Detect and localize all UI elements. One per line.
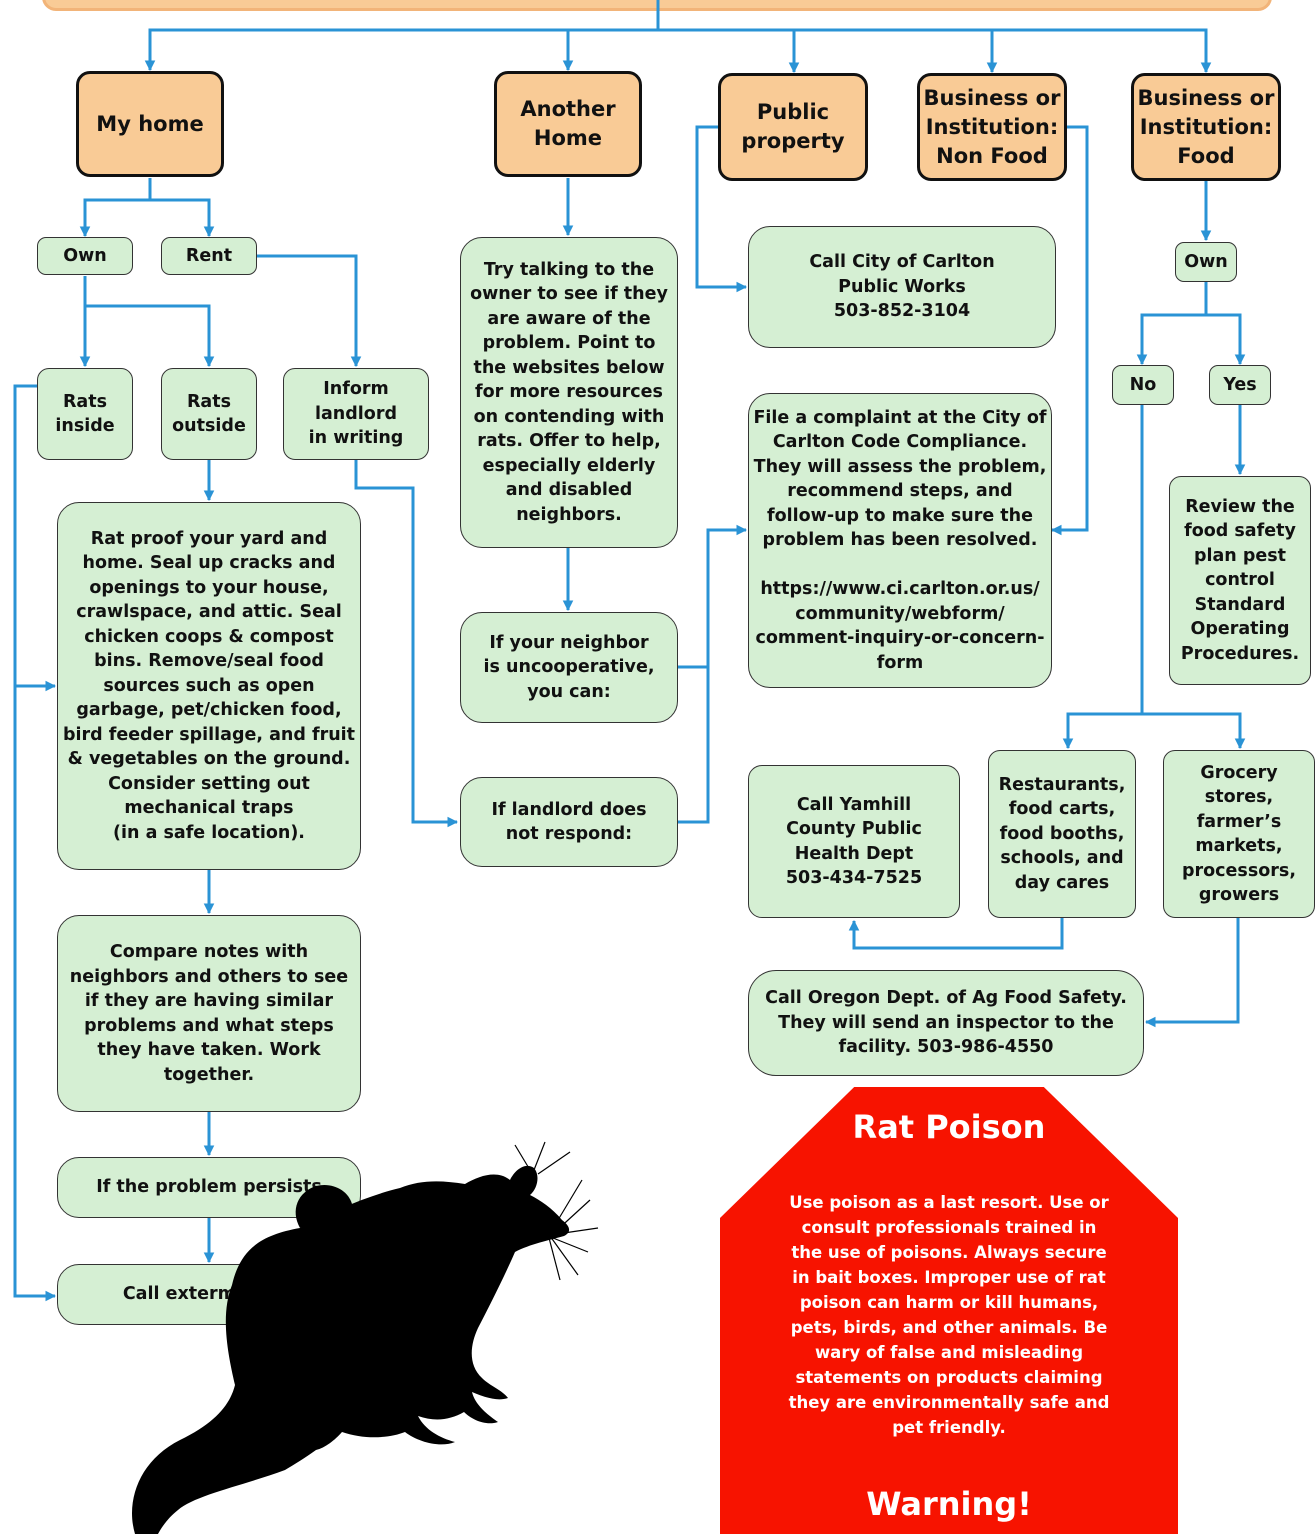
box-talk-to-owner: Try talking to the owner to see if they … (460, 237, 678, 548)
box-rats-outside: Rats outside (161, 368, 257, 460)
connector-grocery-to-oregon (1144, 918, 1240, 1028)
connector-top-trunk (656, 0, 1208, 70)
label-no: No (1112, 365, 1174, 405)
box-call-oregon-ag[interactable]: Call Oregon Dept. of Ag Food Safety. The… (748, 970, 1144, 1076)
label-own: Own (37, 237, 133, 275)
box-call-yamhill-health[interactable]: Call Yamhill County Public Health Dept 5… (748, 765, 960, 918)
box-inform-landlord: Inform landlord in writing (283, 368, 429, 460)
box-rat-proof: Rat proof your yard and home. Seal up cr… (57, 502, 361, 870)
connector-nonfood-to-complaint (1050, 125, 1089, 536)
connector-no-to-grocery (1142, 712, 1246, 750)
category-my-home[interactable]: My home (76, 71, 224, 177)
label-rent: Rent (161, 237, 257, 275)
box-restaurants: Restaurants, food carts, food booths, sc… (988, 750, 1136, 918)
warning-text: Use poison as a last resort. Use or cons… (788, 1193, 1110, 1437)
connector-no-to-restaurants (1062, 712, 1142, 750)
connector-inside-loop (13, 384, 55, 1298)
warning-footer: Warning! (866, 1485, 1032, 1523)
connector-home-split (83, 178, 152, 236)
connector-to-rent (150, 198, 215, 238)
box-neighbor-uncooperative: If your neighbor is uncooperative, you c… (460, 612, 678, 723)
connector-own-to-outside (85, 304, 215, 368)
connector-to-my-home (144, 28, 658, 72)
category-public-property[interactable]: Public property (718, 73, 868, 181)
category-business-nonfood[interactable]: Business or Institution: Non Food (917, 73, 1067, 181)
connector-restaurants-to-yamhill (848, 918, 1064, 950)
connector-own-split (1140, 282, 1208, 364)
connector-rent-to-landlord (256, 254, 362, 368)
warning-stop-sign (720, 1087, 1178, 1534)
rat-silhouette-icon (132, 1141, 599, 1534)
connector-noresponse-to-complaint (678, 600, 710, 824)
box-call-public-works[interactable]: Call City of Carlton Public Works 503-85… (748, 226, 1056, 348)
connector-own-to-yes (1206, 313, 1246, 366)
connector-public-to-publicworks (695, 125, 748, 293)
connector-landlord-to-noresponse (354, 460, 459, 828)
connector-uncooperative-to-complaint (678, 524, 748, 669)
label-own-food: Own (1175, 242, 1237, 282)
box-grocery: Grocery stores, farmer’s markets, proces… (1163, 750, 1315, 918)
category-business-food[interactable]: Business or Institution: Food (1131, 73, 1281, 181)
box-review-food-safety-plan: Review the food safety plan pest control… (1169, 476, 1311, 685)
box-landlord-no-response: If landlord does not respond: (460, 777, 678, 867)
category-another-home[interactable]: Another Home (494, 71, 642, 177)
box-file-complaint[interactable]: File a complaint at the City of Carlton … (748, 393, 1052, 688)
warning-title: Rat Poison (852, 1108, 1046, 1146)
label-yes: Yes (1209, 365, 1271, 405)
box-rats-inside: Rats inside (37, 368, 133, 460)
box-compare-notes: Compare notes with neighbors and others … (57, 915, 361, 1112)
